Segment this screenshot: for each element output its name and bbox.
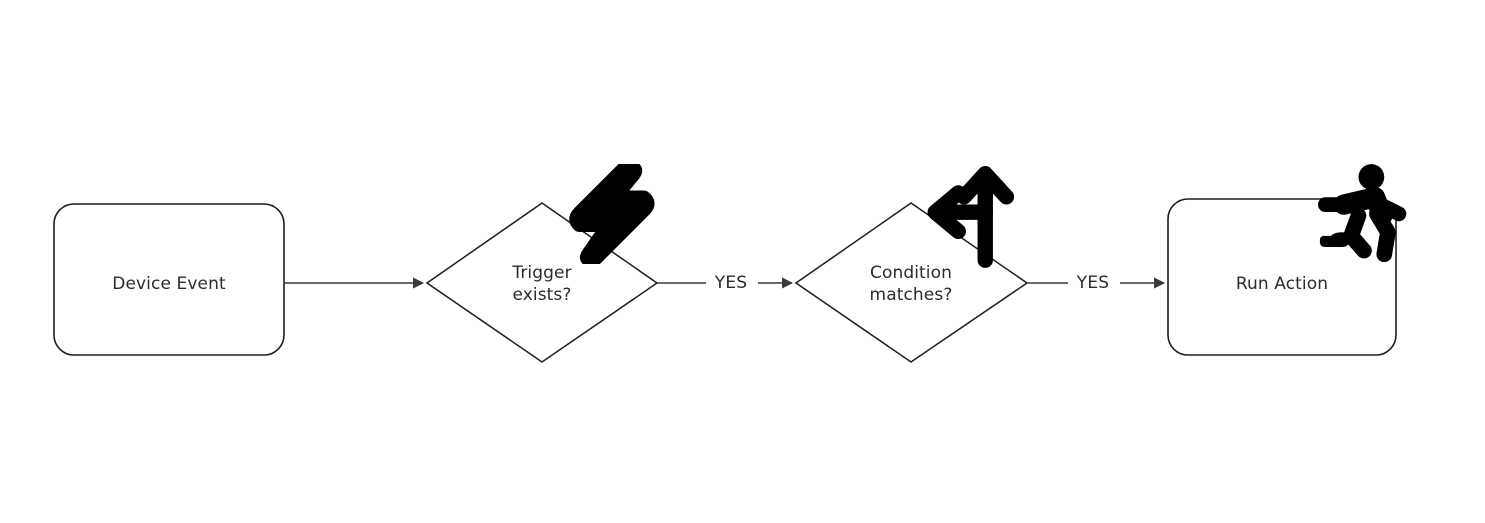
node-trigger-exists[interactable] [425,202,659,363]
edge-label-yes-condition: YES [1071,273,1115,293]
node-device-event[interactable] [53,203,285,356]
edge-label-yes-trigger: YES [709,273,753,293]
branch-arrow-icon [916,164,1016,268]
lightning-bolt-icon [566,164,658,264]
running-person-icon [1318,162,1410,262]
